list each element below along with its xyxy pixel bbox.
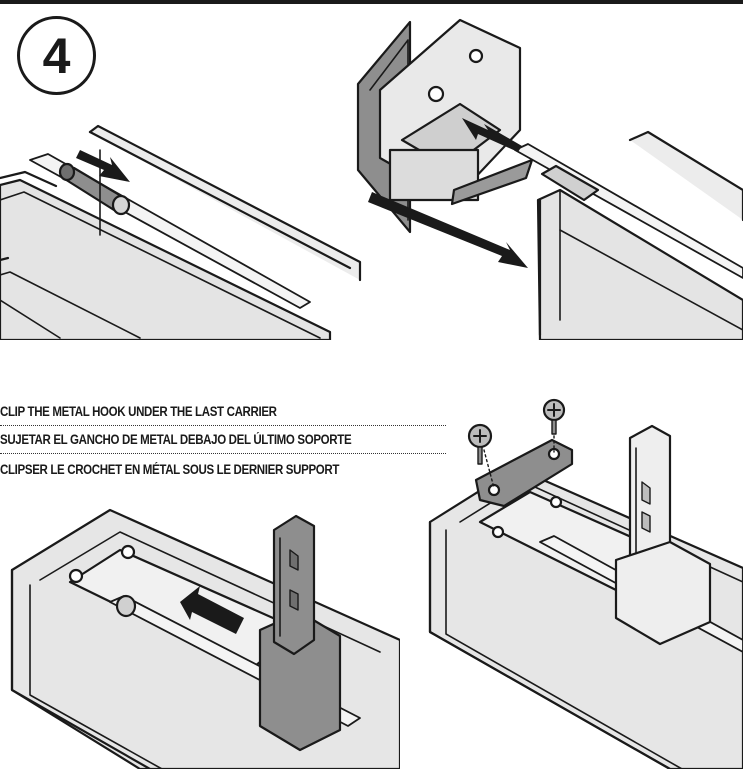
top-border: [0, 0, 743, 4]
carrier-slide-arrow-icon: [10, 508, 400, 769]
instruction-fr: CLIPSER LE CROCHET EN MÉTAL SOUS LE DERN…: [0, 462, 340, 477]
illustration-bottom-right: [428, 398, 743, 769]
illustration-top-left: [0, 124, 362, 340]
dotted-divider: [0, 425, 446, 426]
step-number: 4: [42, 27, 71, 84]
metal-hook-screws-icon: [428, 398, 743, 769]
end-cap-insert-arrow-icon: [356, 18, 743, 340]
rod-with-sleeve-arrow-icon: [0, 124, 362, 340]
dotted-divider: [0, 453, 446, 454]
illustration-top-right: [356, 18, 743, 340]
illustration-bottom-left: [10, 508, 400, 769]
step-number-badge: 4: [17, 16, 96, 95]
instruction-en: CLIP THE METAL HOOK UNDER THE LAST CARRI…: [0, 404, 446, 426]
instruction-es: SUJETAR EL GANCHO DE METAL DEBAJO DEL ÚL…: [0, 432, 446, 454]
